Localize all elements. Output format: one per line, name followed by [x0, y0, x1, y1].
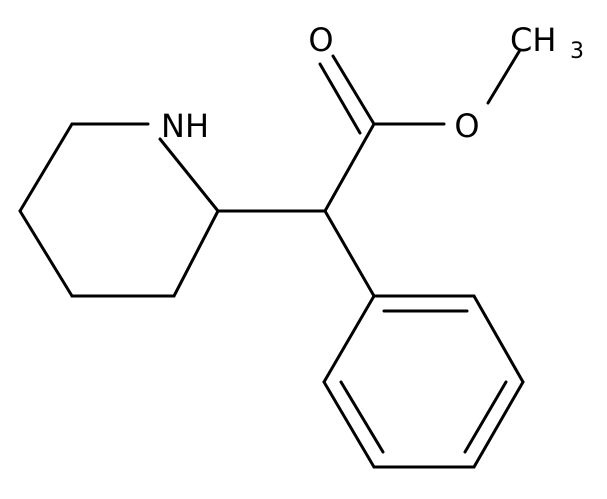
carbonyl-oxygen-label: O: [308, 21, 333, 59]
bond-c2-c3: [172, 209, 220, 298]
bond-alpha-phenyl: [323, 209, 376, 298]
bond-ph-inner-2: [463, 380, 508, 454]
bond-ph-inner-3: [339, 380, 385, 454]
bond-c5-c6: [18, 122, 74, 213]
methyl-label: CH: [510, 21, 556, 59]
bond-ph-5: [322, 380, 376, 469]
bond-oester-methyl: [486, 48, 522, 105]
bonds-group: [18, 48, 525, 469]
bond-alpha-carbonyl: [323, 122, 376, 213]
bond-carbonyl-double-b: [318, 62, 362, 135]
ester-oxygen-label: O: [454, 107, 479, 145]
bond-c4-c5: [18, 209, 74, 298]
bond-ph-2: [472, 294, 525, 384]
bond-carbonyl-double-a: [331, 54, 376, 126]
methyl-subscript: 3: [570, 39, 584, 64]
bond-ph-3: [472, 380, 525, 469]
bond-ph-6: [322, 294, 376, 384]
bond-n-c2: [158, 137, 220, 213]
nh-label: NH: [161, 107, 209, 145]
